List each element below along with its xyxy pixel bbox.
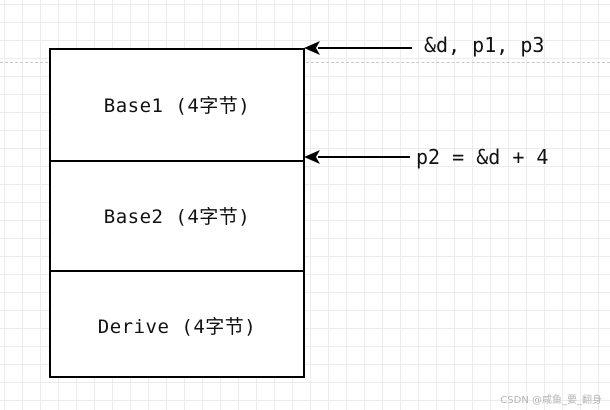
block-base1-label: Base1 (4字节) <box>103 94 251 117</box>
block-derive: Derive (4字节) <box>51 270 303 378</box>
arrow-top <box>304 41 412 55</box>
pointer-label-top: &d, p1, p3 <box>424 33 545 57</box>
arrow-middle <box>304 150 410 164</box>
dashed-guide-line <box>0 62 610 63</box>
watermark: CSDN @咸鱼_要_翻身 <box>500 395 602 406</box>
block-base2: Base2 (4字节) <box>51 160 303 268</box>
block-base2-label: Base2 (4字节) <box>103 205 251 228</box>
object-memory-layout: Base1 (4字节) Base2 (4字节) Derive (4字节) <box>49 48 305 378</box>
block-base1: Base1 (4字节) <box>51 50 303 158</box>
pointer-label-middle: p2 = &d + 4 <box>416 145 549 169</box>
block-derive-label: Derive (4字节) <box>97 315 257 338</box>
